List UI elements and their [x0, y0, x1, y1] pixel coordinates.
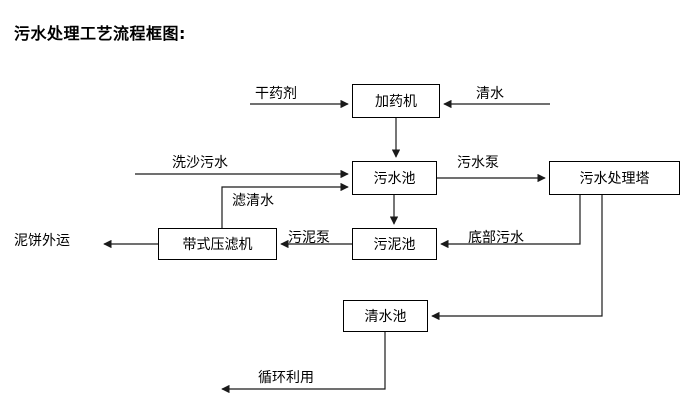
node-label: 加药机	[375, 94, 417, 110]
edge-label-bottom-sewage: 底部污水	[468, 230, 524, 246]
node-label: 清水池	[364, 309, 407, 325]
edge-label-sand-washing-sewage: 洗沙污水	[172, 155, 228, 171]
edge-label-recycling-reuse: 循环利用	[258, 370, 314, 386]
edge-belt-filter-to-sewage-pool	[221, 182, 349, 228]
node-sewage-pool[interactable]: 污水池	[352, 161, 437, 195]
terminal-label-clean-water-input: 清水	[476, 86, 504, 102]
terminal-label-mud-cake-transport: 泥饼外运	[14, 233, 70, 249]
node-label: 带式压滤机	[182, 237, 253, 253]
node-clean-water-pool[interactable]: 清水池	[343, 300, 428, 332]
node-dosing-machine[interactable]: 加药机	[352, 84, 440, 118]
page-title: 污水处理工艺流程框图:	[14, 24, 186, 43]
node-label: 污泥池	[373, 237, 416, 253]
node-label: 污水处理塔	[579, 171, 650, 187]
edge-tower-to-sludge-pool	[440, 195, 581, 249]
edge-clean-water-pool-to-reuse	[221, 332, 386, 394]
node-label: 污水池	[373, 171, 416, 187]
node-sludge-pool[interactable]: 污泥池	[352, 228, 437, 260]
terminal-label-dry-chemical: 干药剂	[255, 86, 297, 102]
node-belt-filter-press[interactable]: 带式压滤机	[158, 228, 277, 260]
edge-label-sludge-pump: 污泥泵	[288, 230, 330, 246]
edge-label-sewage-pump: 污水泵	[457, 155, 499, 171]
node-treatment-tower[interactable]: 污水处理塔	[549, 161, 680, 195]
edge-label-filtered-water: 滤清水	[232, 193, 274, 209]
edge-tower-to-clean-water-pool	[431, 195, 603, 321]
